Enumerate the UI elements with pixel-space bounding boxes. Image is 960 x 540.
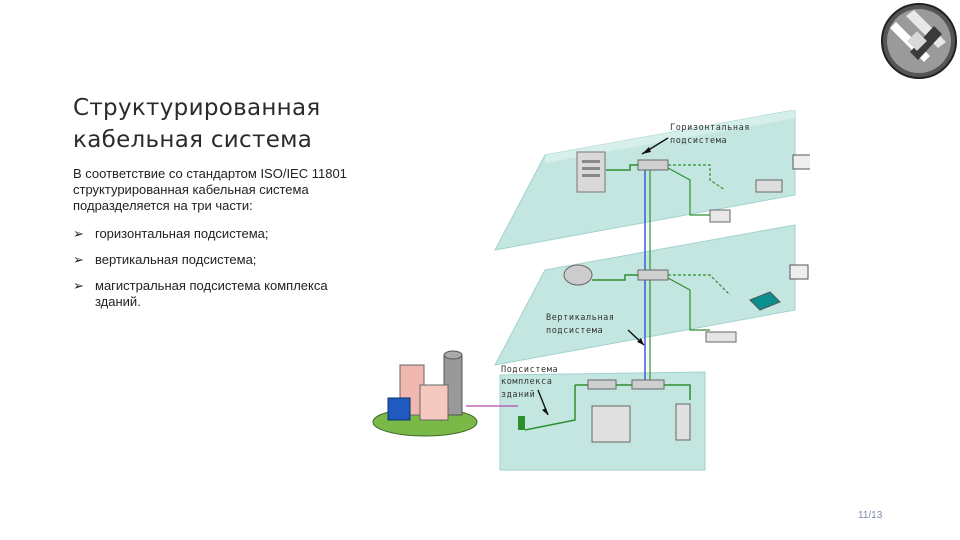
bullet-item: ➢ горизонтальная подсистема;: [73, 226, 373, 242]
arrow-bullet-icon: ➢: [73, 278, 84, 293]
printer-icon: [755, 179, 783, 193]
title-line-2: кабельная система: [73, 127, 313, 153]
label-horizontal-2: подсистема: [670, 136, 727, 146]
page-number: 11/13: [858, 510, 883, 521]
patch-panel-icon: [637, 159, 669, 171]
bullet-text: вертикальная подсистема;: [95, 252, 257, 267]
computer-icon: [792, 154, 810, 170]
patch-panel-icon: [637, 269, 669, 281]
label-campus-3: зданий: [501, 390, 535, 400]
slide-title: Структурированная кабельная система: [73, 92, 373, 156]
logo-icon: [881, 3, 957, 79]
satellite-dish-icon: [563, 264, 593, 286]
modem-icon: [705, 331, 737, 343]
title-line-1: Структурированная: [73, 95, 321, 121]
label-campus-2: комплекса: [501, 377, 552, 387]
server-tower-icon: [675, 403, 691, 441]
bullet-list: ➢ горизонтальная подсистема; ➢ вертикальна…: [73, 226, 373, 320]
label-vertical-2: подсистема: [546, 326, 603, 336]
campus-buildings-icon: [372, 350, 478, 437]
label-vertical-1: Вертикальная: [546, 313, 615, 323]
arrow-bullet-icon: ➢: [73, 252, 84, 267]
patch-panel-icon: [631, 379, 665, 390]
bullet-text: горизонтальная подсистема;: [95, 226, 269, 241]
arrow-bullet-icon: ➢: [73, 226, 84, 241]
bullet-item: ➢ магистральная подсистема комплекса здан…: [73, 278, 373, 310]
label-campus-1: Подсистема: [501, 365, 558, 375]
scanner-icon: [749, 291, 781, 311]
bullet-text: магистральная подсистема комплекса здани…: [95, 278, 328, 309]
computer-icon: [789, 264, 809, 280]
phone-icon: [709, 209, 731, 223]
rack-cabinet-icon: [576, 151, 606, 193]
connector-icon: [518, 416, 525, 430]
network-diagram: Горизонтальная подсистема Вертикальная п…: [372, 110, 810, 471]
label-horizontal-1: Горизонтальная: [670, 123, 750, 133]
server-cabinet-icon: [591, 405, 631, 443]
patch-panel-icon: [587, 379, 617, 390]
intro-text: В соответствие со стандартом ISO/IEC 118…: [73, 166, 347, 213]
bullet-item: ➢ вертикальная подсистема;: [73, 252, 373, 268]
